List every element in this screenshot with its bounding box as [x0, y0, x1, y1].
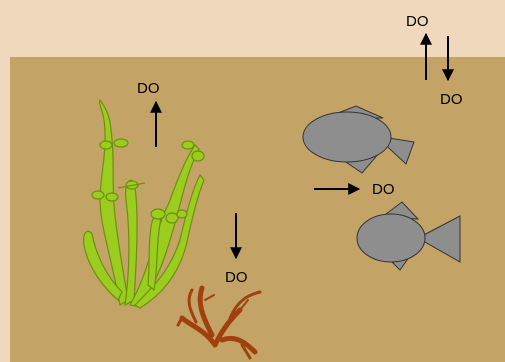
surface-do-label-up: DO — [406, 13, 429, 30]
surface-do-label-down: DO — [440, 91, 463, 108]
plant-do-label: DO — [137, 80, 160, 97]
water-body — [10, 57, 505, 362]
fish-do-label: DO — [372, 181, 395, 198]
algae-do-label: DO — [225, 269, 248, 286]
